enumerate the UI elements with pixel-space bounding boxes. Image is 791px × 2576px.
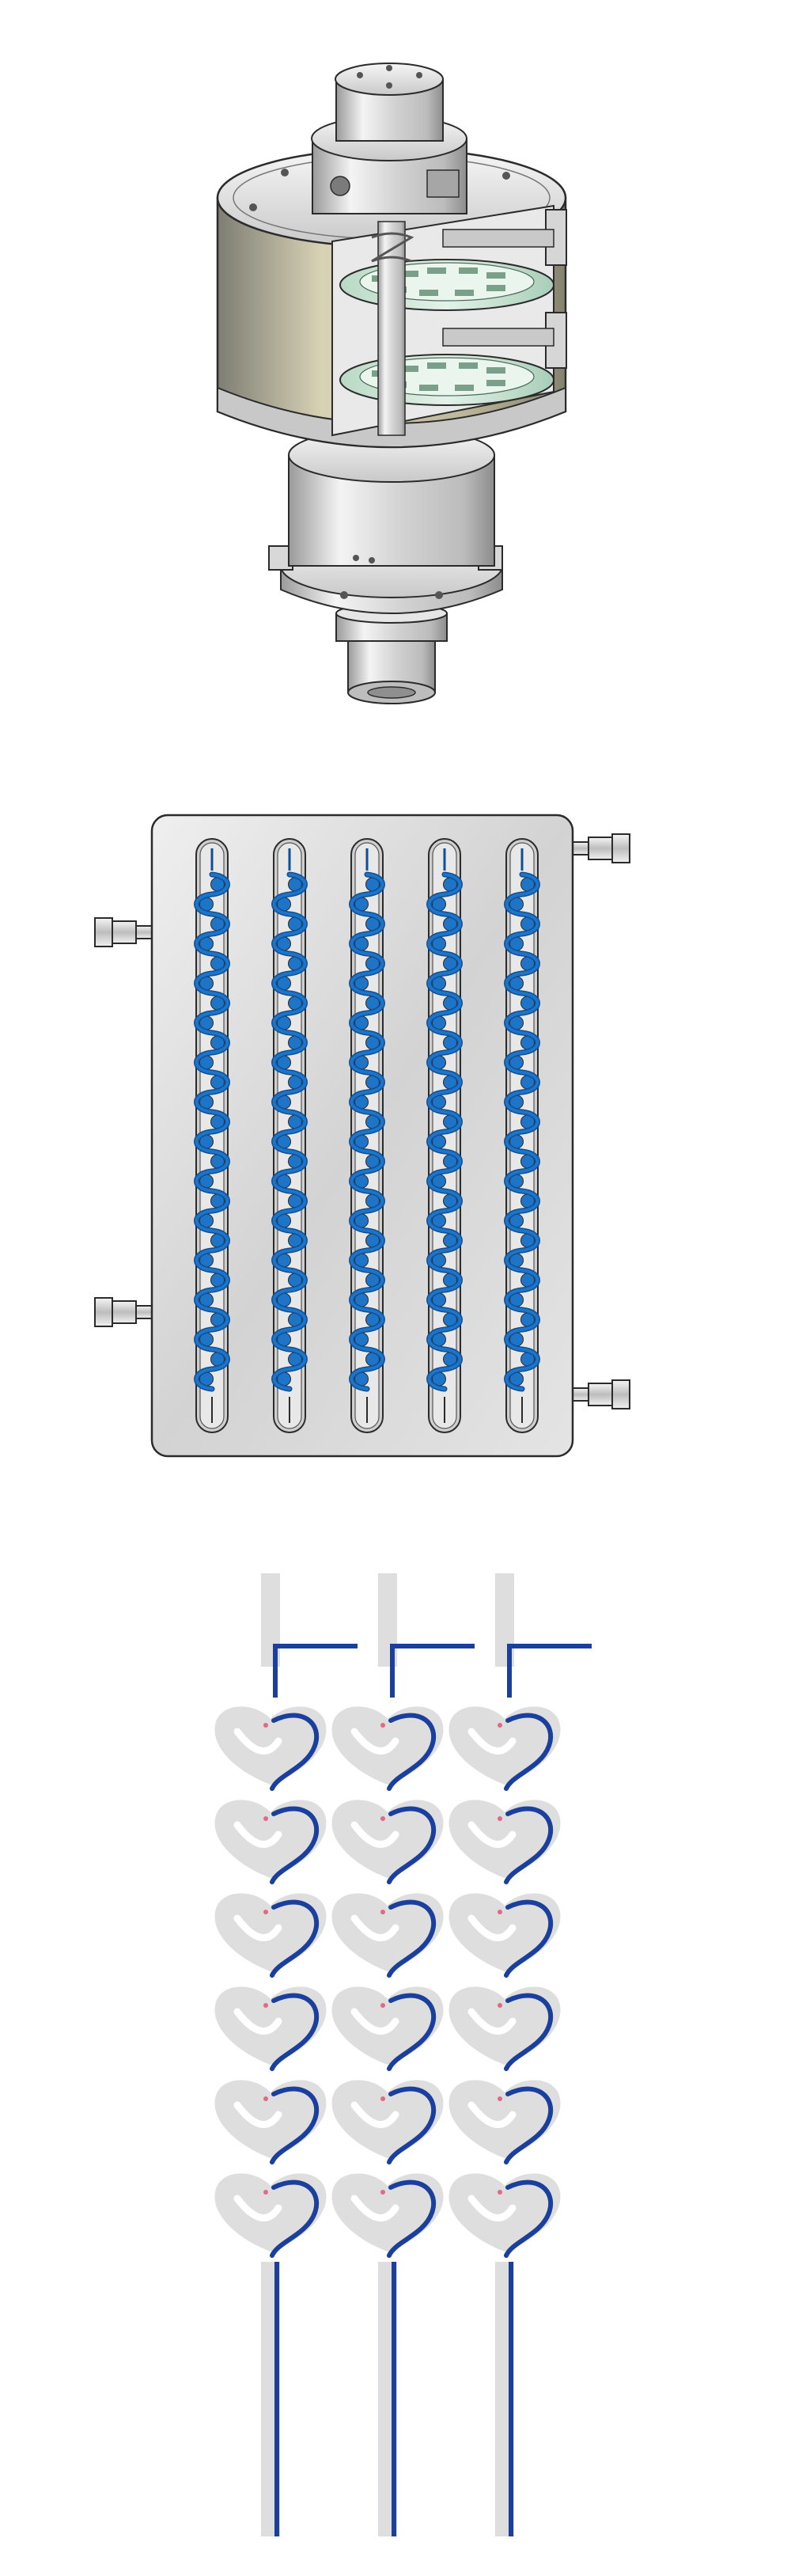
fitting-right-top [570, 833, 630, 863]
sim-inlet-flow [390, 1644, 475, 1698]
sim-flow-stroke [504, 1899, 554, 1978]
sim-flow-stroke [504, 1806, 554, 1884]
sim-flow-stroke [504, 1993, 554, 2071]
sim-flow-stroke [270, 2086, 320, 2164]
plate-channel [349, 838, 385, 1433]
sim-flow-stroke [387, 1993, 437, 2071]
sim-flow-stroke [270, 1899, 320, 1978]
three-channel-heart-cell-flow-simulation [0, 1543, 791, 2576]
sim-flow-stroke [504, 2086, 554, 2164]
sim-flow-stroke [270, 1806, 320, 1884]
sim-flow-stroke [270, 2180, 320, 2258]
sim-flow-stroke [270, 1713, 320, 1791]
plate-channel [271, 838, 308, 1433]
sim-inlet-flow [507, 1644, 592, 1698]
sim-flow-stroke [387, 1713, 437, 1791]
sim-flow-stroke [504, 1713, 554, 1791]
fitting-left-bottom [94, 1297, 154, 1327]
pump-reactor-svg [216, 63, 567, 704]
cutaway-section [331, 204, 567, 437]
simulation-channels [214, 1573, 592, 2536]
plate-channel [426, 838, 463, 1433]
plate-channel [504, 838, 540, 1433]
five-channel-microreactor-plate-top-view [0, 791, 791, 1504]
sim-flow-stroke [270, 1993, 320, 2071]
plate-channel [194, 838, 230, 1433]
microreactor-plate-svg [94, 814, 630, 1458]
lower-housing [288, 427, 495, 567]
simulation-svg [214, 1573, 592, 2536]
sim-inlet-flow [273, 1644, 358, 1698]
sim-flow-stroke [387, 2180, 437, 2258]
sim-flow-stroke [387, 1806, 437, 1884]
sim-channel [448, 1573, 592, 2536]
fitting-left-top [94, 917, 154, 947]
sim-channel [331, 1573, 475, 2536]
pump-reactor-cutaway-render [0, 0, 791, 760]
sim-channel [214, 1573, 358, 2536]
sim-flow-stroke [387, 2086, 437, 2164]
plate-channels [194, 838, 540, 1433]
top-cap [335, 63, 444, 142]
sim-flow-stroke [504, 2180, 554, 2258]
sim-flow-stroke [387, 1899, 437, 1978]
outlet-nozzle [335, 603, 448, 704]
fitting-right-bottom [570, 1379, 630, 1409]
